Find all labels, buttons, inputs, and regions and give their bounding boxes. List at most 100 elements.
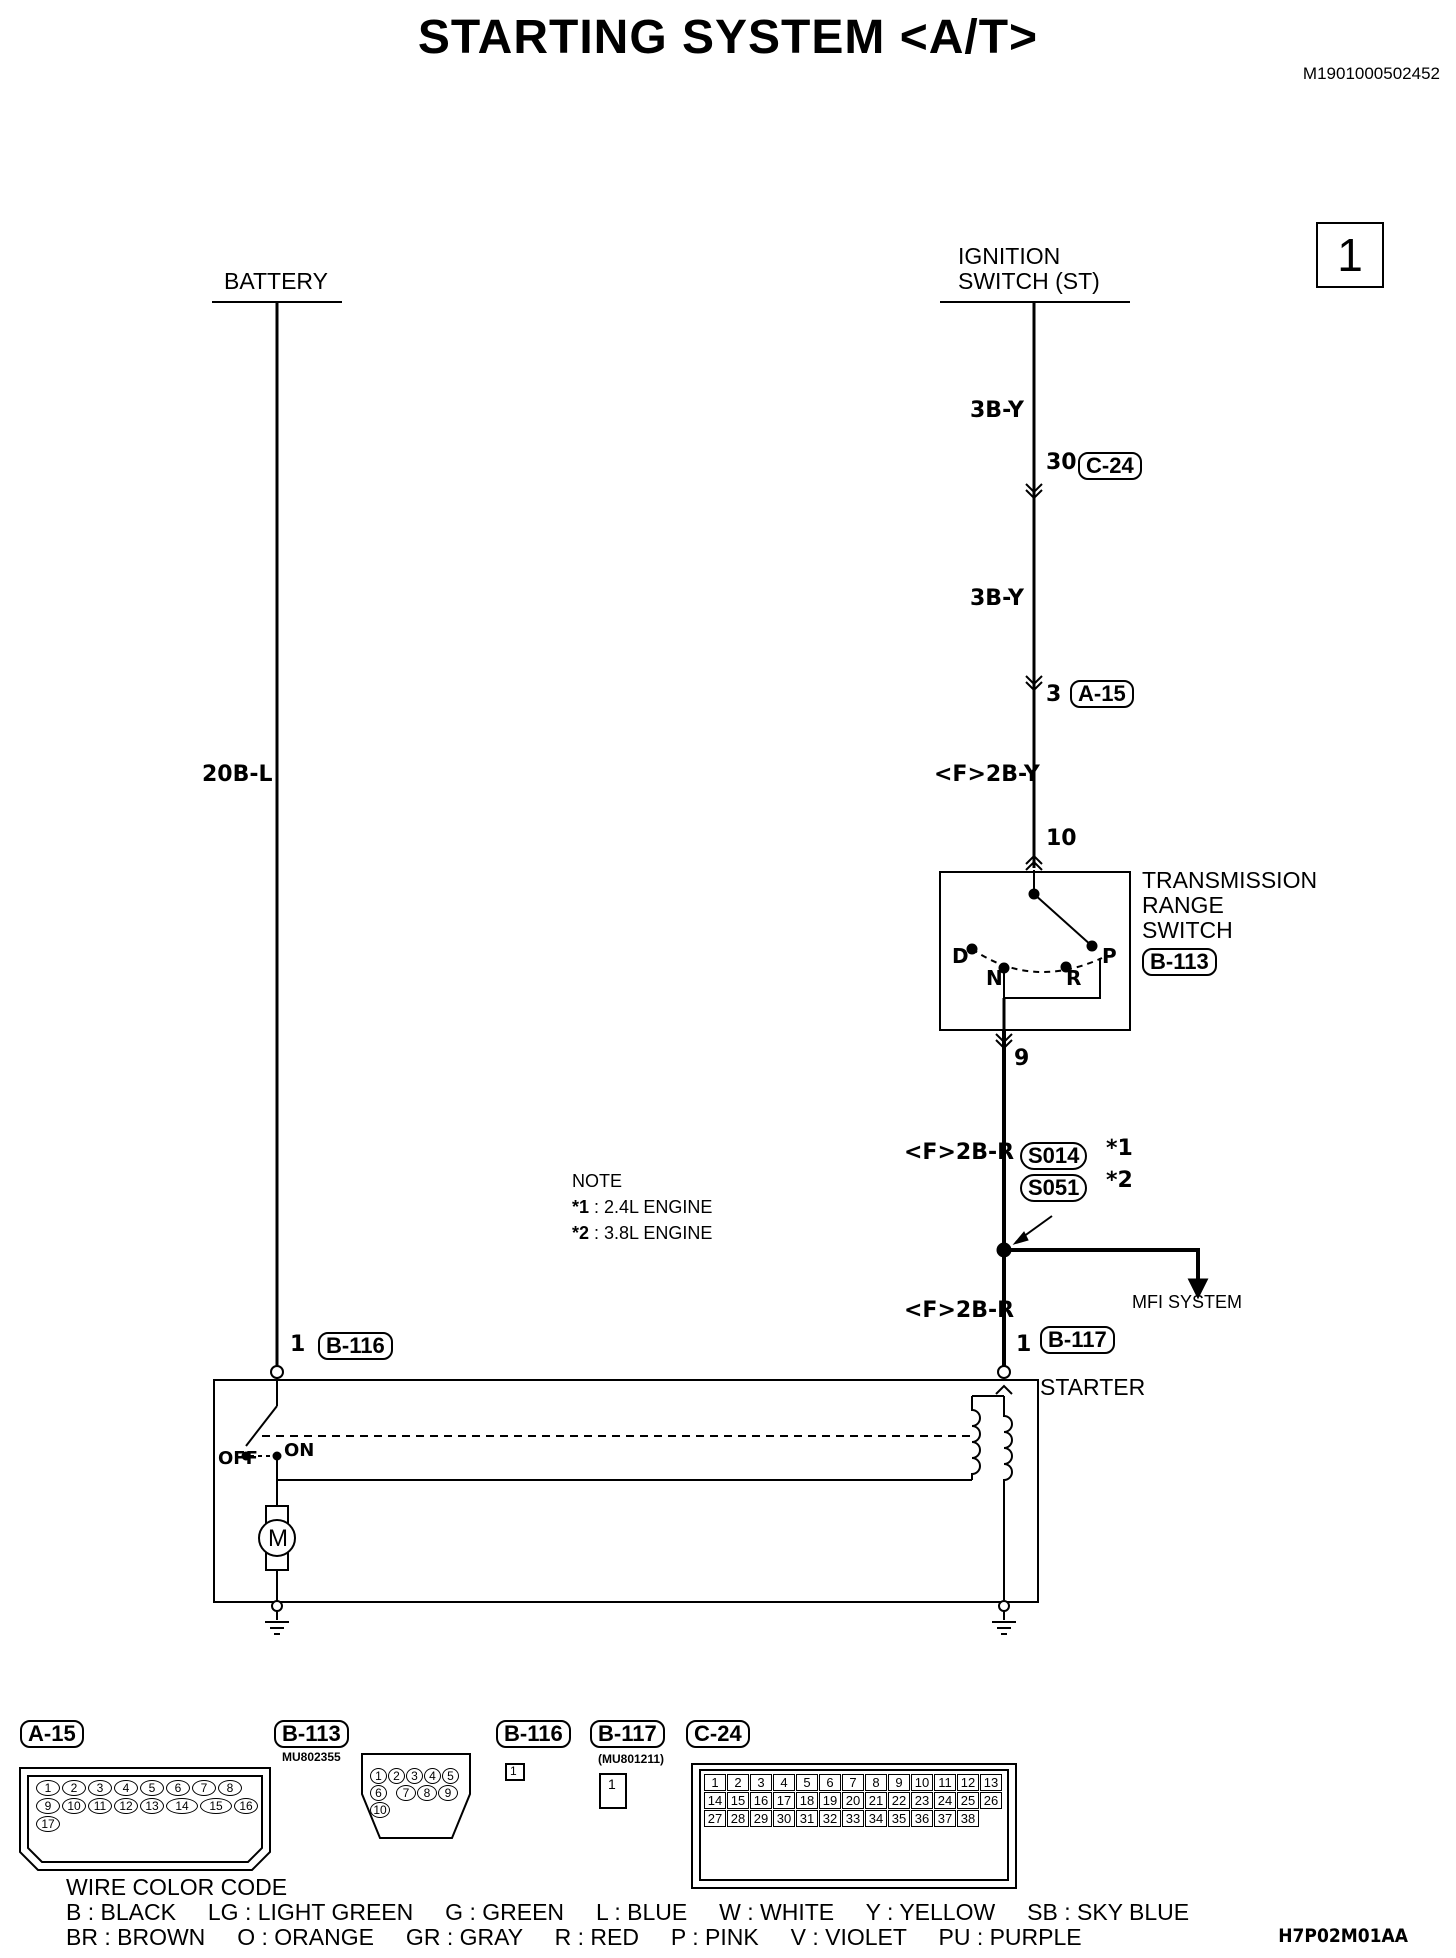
b117-connector-view: [599, 1773, 627, 1809]
connector-b113-tag: B-113: [1142, 948, 1217, 976]
pin-cell: 25: [957, 1792, 979, 1809]
pin-cell: 4: [424, 1768, 441, 1784]
wire-label-f2br-lower: <F>2B-R: [904, 1298, 1015, 1323]
pin-cell: 7: [842, 1774, 864, 1791]
pin-cell: 30: [773, 1810, 795, 1827]
pin-cell: 8: [417, 1785, 437, 1801]
mfi-system-label: MFI SYSTEM: [1132, 1292, 1243, 1312]
starter-off-label: OFF: [218, 1448, 258, 1469]
pin-cell: 10: [370, 1802, 390, 1818]
hold-coil: [971, 1396, 981, 1480]
pin-cell: 16: [234, 1798, 258, 1814]
figure-code: H7P02M01AA: [1278, 1925, 1408, 1947]
pin-cell: 3: [406, 1768, 423, 1784]
pin-cell: 11: [934, 1774, 956, 1791]
pin-cell: 2: [727, 1774, 749, 1791]
pin-cell: 20: [842, 1792, 864, 1809]
starter-box: [213, 1379, 1039, 1603]
pin-cell: 34: [865, 1810, 887, 1827]
motor-symbol: [258, 1519, 296, 1557]
wire-label-3by-upper: 3B-Y: [970, 398, 1024, 423]
pin-cell: 14: [166, 1798, 198, 1814]
pin-cell: 2: [388, 1768, 405, 1784]
pin-cell: 17: [36, 1816, 60, 1832]
pin-cell: 35: [888, 1810, 910, 1827]
pin-cell: 38: [957, 1810, 979, 1827]
trs-label: TRANSMISSION RANGE SWITCH: [1142, 868, 1317, 943]
note-heading: NOTE: [572, 1171, 623, 1191]
pin-cell: 21: [865, 1792, 887, 1809]
pin-cell: 33: [842, 1810, 864, 1827]
wire-label-f2by: <F>2B-Y: [934, 762, 1040, 787]
pin-cell: 13: [140, 1798, 164, 1814]
note-line2-mark: *2: [572, 1223, 590, 1243]
pull-coil: [1003, 1396, 1013, 1490]
motor-label: M: [268, 1525, 288, 1552]
note-line1: *1 : 2.4L ENGINE: [572, 1197, 713, 1217]
pin-cell: 15: [200, 1798, 232, 1814]
b113-part-number: MU802355: [282, 1750, 341, 1764]
pin-cell: 19: [819, 1792, 841, 1809]
wire-label-battery: 20B-L: [202, 762, 273, 787]
pin-cell: 29: [750, 1810, 772, 1827]
pin-a15: 3: [1046, 682, 1062, 707]
pin-cell: 5: [796, 1774, 818, 1791]
ignition-label-line1: IGNITION: [958, 243, 1061, 269]
trs-selector: [1033, 893, 1093, 947]
trs-label-line3: SWITCH: [1142, 917, 1233, 943]
pin-cell: 10: [911, 1774, 933, 1791]
pin-trs-out: 9: [1014, 1046, 1030, 1071]
trs-label-line1: TRANSMISSION: [1142, 867, 1318, 893]
pin-cell: 5: [442, 1768, 459, 1784]
wire-label-3by-lower: 3B-Y: [970, 586, 1024, 611]
view-a15-label: A-15: [20, 1720, 84, 1748]
pin-cell: 6: [819, 1774, 841, 1791]
pin-cell: 12: [957, 1774, 979, 1791]
ignition-switch-label: IGNITION SWITCH (ST): [958, 244, 1100, 294]
battery-label: BATTERY: [224, 268, 328, 294]
pin-cell: 13: [980, 1774, 1002, 1791]
position-d: D: [952, 944, 969, 968]
wire-color-code-heading: WIRE COLOR CODE: [66, 1874, 288, 1900]
pin-cell: 26: [980, 1792, 1002, 1809]
pin-cell: 9: [888, 1774, 910, 1791]
pin-cell: 1: [704, 1774, 726, 1791]
ignition-label-line2: SWITCH (ST): [958, 268, 1100, 294]
pin-cell: 4: [114, 1780, 138, 1796]
wire-color-code-row1: B : BLACK LG : LIGHT GREEN G : GREEN L :…: [66, 1899, 1190, 1925]
pin-b116: 1: [290, 1332, 306, 1357]
view-c24-label: C-24: [686, 1720, 750, 1748]
pin-cell: 7: [396, 1785, 416, 1801]
pin-trs-in: 10: [1046, 826, 1077, 851]
pin-cell: 8: [865, 1774, 887, 1791]
pin-cell: 12: [114, 1798, 138, 1814]
connector-b116-tag: B-116: [318, 1332, 393, 1360]
pin-cell: 36: [911, 1810, 933, 1827]
page-title: STARTING SYSTEM <A/T>: [417, 11, 1039, 64]
starter-switch-blade: [245, 1405, 278, 1447]
position-p: P: [1102, 944, 1117, 968]
splice-s014-mark: *1: [1106, 1136, 1133, 1161]
pin-cell: 1: [370, 1768, 387, 1784]
pin-cell: 24: [934, 1792, 956, 1809]
pin-cell: 4: [773, 1774, 795, 1791]
b113-pins: 1 2 3 4 5 6 7 8 9 10: [370, 1768, 466, 1818]
pin-c24: 30: [1046, 450, 1077, 475]
pin-cell: 17: [773, 1792, 795, 1809]
pin-cell: 14: [704, 1792, 726, 1809]
starter-label: STARTER: [1040, 1374, 1146, 1400]
pin-cell: 10: [62, 1798, 86, 1814]
a15-connector-view: [19, 1767, 271, 1871]
page-number-box: 1: [1316, 222, 1384, 288]
pin-cell: 22: [888, 1792, 910, 1809]
b117-pin: 1: [608, 1776, 616, 1792]
pin-cell: 3: [750, 1774, 772, 1791]
pin-b117: 1: [1016, 1332, 1032, 1357]
document-id: M1901000502452: [1302, 64, 1440, 83]
connector-a15-tag: A-15: [1070, 680, 1134, 708]
pin-cell: 16: [750, 1792, 772, 1809]
pin-cell: 6: [370, 1785, 387, 1801]
pin-cell: 2: [62, 1780, 86, 1796]
view-b117-label: B-117: [590, 1720, 665, 1748]
c24-connector-view: [691, 1763, 1017, 1889]
